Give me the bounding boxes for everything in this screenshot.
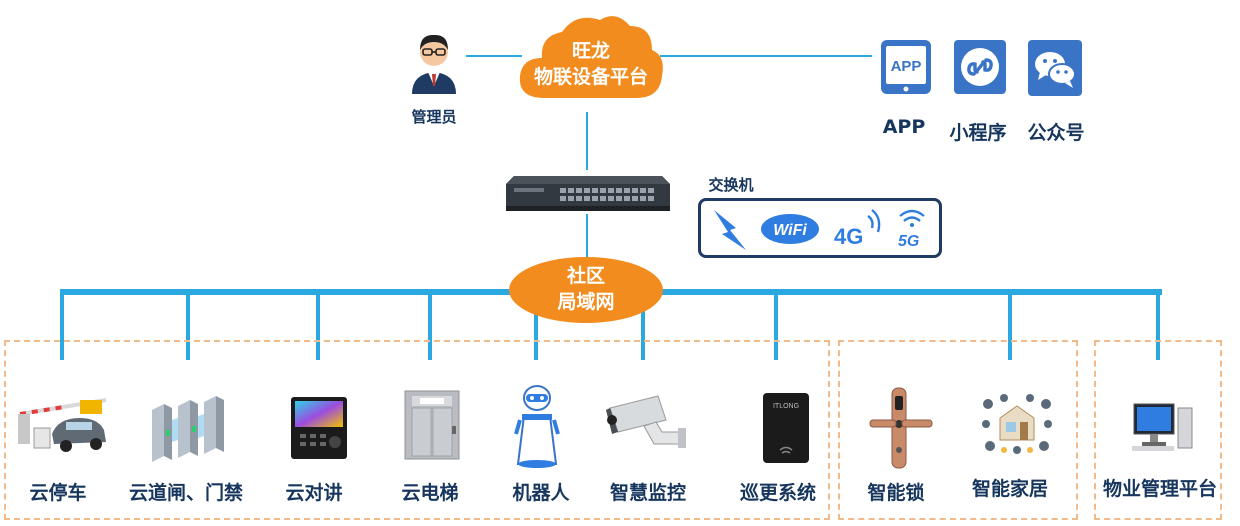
group-smart-home xyxy=(838,340,1078,520)
network-switch-icon xyxy=(504,170,672,218)
cloud-line2: 物联设备平台 xyxy=(533,66,648,88)
admin-person-icon xyxy=(408,28,460,98)
elevator-icon xyxy=(404,390,460,464)
admin-label: 管理员 xyxy=(411,108,457,126)
switch-label: 交换机 xyxy=(708,176,754,194)
cctv-camera-icon xyxy=(604,392,688,456)
app-icon[interactable]: APP xyxy=(878,38,934,100)
device-label-gate: 云道闸、门禁 xyxy=(128,482,244,504)
cloud-title: 旺龙 物联设备平台 xyxy=(516,38,666,90)
group-property xyxy=(1094,340,1222,520)
lightning-icon xyxy=(710,206,750,256)
cloud-line1: 旺龙 xyxy=(571,40,610,62)
intercom-panel-icon xyxy=(290,396,348,464)
computer-icon xyxy=(1128,402,1194,456)
device-label-smart-home: 智能家居 xyxy=(971,478,1049,500)
parking-barrier-icon xyxy=(14,394,110,464)
lan-line2: 局域网 xyxy=(557,291,615,313)
client-label-wechat: 公众号 xyxy=(1027,122,1085,144)
lan-title: 社区 局域网 xyxy=(508,263,664,315)
smart-lock-icon xyxy=(868,386,938,474)
smart-home-icon xyxy=(980,394,1054,460)
lan-ellipse xyxy=(508,256,664,328)
cloud-platform xyxy=(516,12,666,106)
wechat-icon[interactable] xyxy=(1026,38,1084,102)
connectivity-box xyxy=(698,198,942,258)
device-label-intercom: 云对讲 xyxy=(285,482,343,504)
device-label-parking: 云停车 xyxy=(29,482,87,504)
4g-text: 4G xyxy=(834,224,863,248)
4g-icon: 4G xyxy=(832,206,884,252)
turnstile-gate-icon xyxy=(148,390,228,468)
5g-text: 5G xyxy=(898,233,919,250)
group-community-devices xyxy=(4,340,830,520)
robot-icon xyxy=(514,384,560,474)
app-icon-badge: APP xyxy=(891,58,922,75)
patrol-device-icon: ITLONG xyxy=(762,392,810,468)
client-label-mini-program: 小程序 xyxy=(949,122,1007,144)
mini-program-icon[interactable] xyxy=(952,38,1008,100)
client-label-app: APP xyxy=(882,116,926,138)
patrol-brand: ITLONG xyxy=(773,403,799,410)
device-label-cctv: 智慧监控 xyxy=(609,482,687,504)
device-label-smart-lock: 智能锁 xyxy=(867,482,925,504)
device-label-robot: 机器人 xyxy=(512,482,570,504)
lan-line1: 社区 xyxy=(566,265,605,287)
device-label-property: 物业管理平台 xyxy=(1102,478,1218,500)
wifi-text: WiFi xyxy=(773,222,807,239)
device-label-patrol: 巡更系统 xyxy=(739,482,817,504)
wifi-icon: WiFi xyxy=(760,212,820,250)
device-label-elevator: 云电梯 xyxy=(401,482,459,504)
5g-icon: 5G xyxy=(892,206,932,254)
